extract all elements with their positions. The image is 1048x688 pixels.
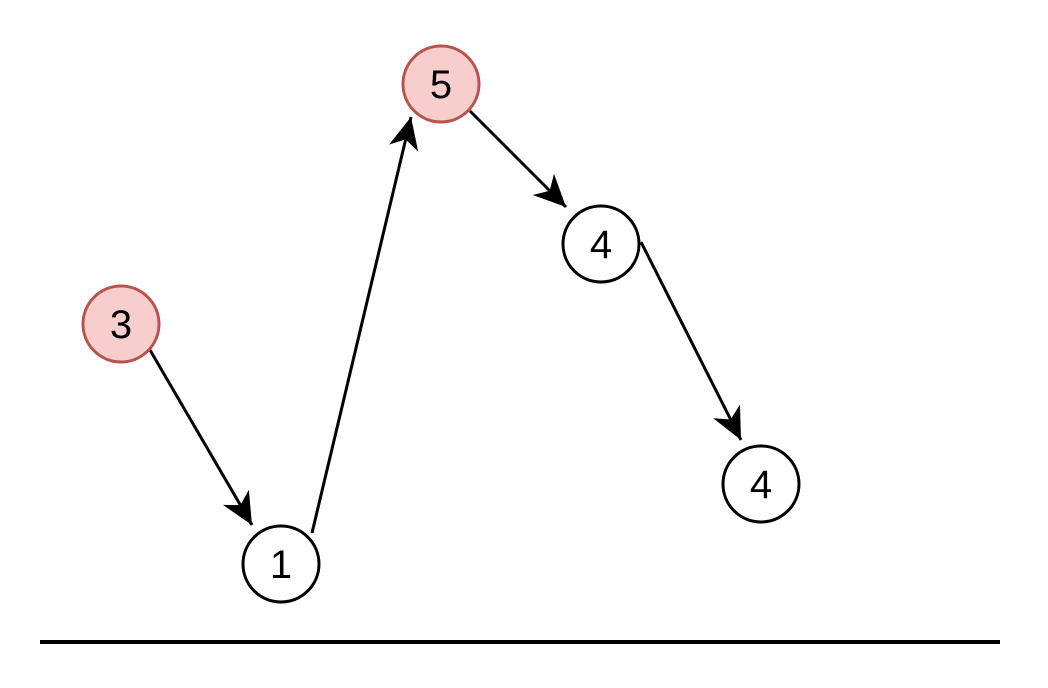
node-shape	[561, 204, 641, 284]
node-circle: 5	[401, 44, 481, 124]
node-label: 3	[110, 303, 132, 347]
node-shape	[241, 524, 321, 604]
node-label: 1	[270, 543, 292, 587]
node-label: 4	[590, 223, 612, 267]
node-label: 4	[750, 463, 772, 507]
node-circle: 4	[721, 444, 801, 524]
edge-5-to-4	[468, 109, 568, 209]
node-shape	[721, 444, 801, 524]
edges-layer	[148, 109, 743, 534]
edge-3-to-1	[148, 349, 254, 526]
node-circle: 3	[81, 284, 161, 364]
edge-4-to-4	[639, 241, 743, 441]
node-circle: 1	[241, 524, 321, 604]
node-circle: 4	[561, 204, 641, 284]
node-shape	[401, 44, 481, 124]
nodes-layer: 3 1 5 4 4	[81, 44, 801, 604]
edge-1-to-5	[310, 116, 419, 534]
node-label: 5	[430, 63, 452, 107]
node-shape	[81, 284, 161, 364]
